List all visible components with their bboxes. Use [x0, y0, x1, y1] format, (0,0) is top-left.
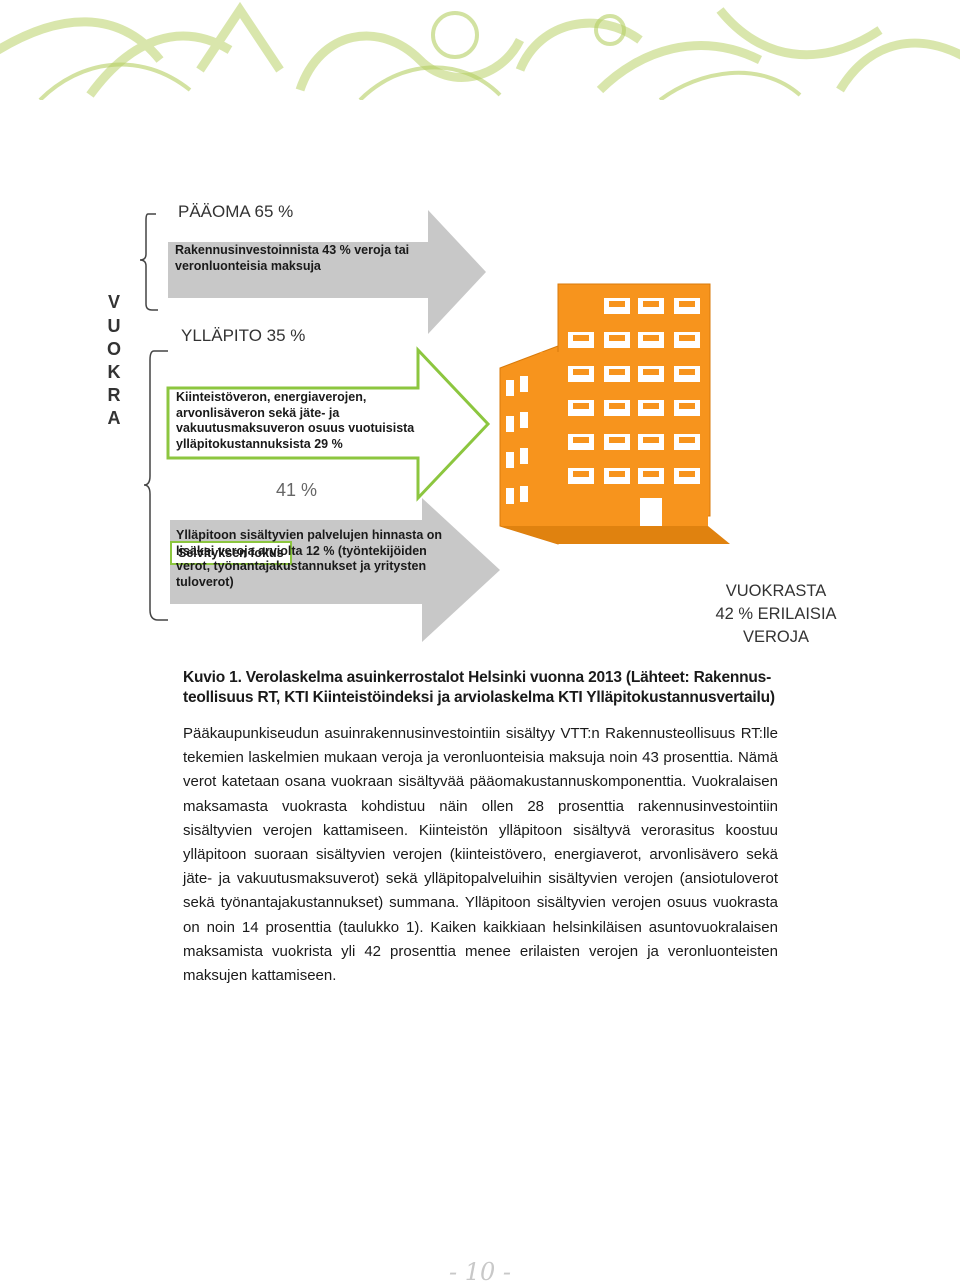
- building-window-frame: [573, 471, 589, 477]
- vertical-label-letter: U: [107, 316, 121, 336]
- building-window-frame: [679, 471, 695, 477]
- vertical-label-letter: V: [107, 292, 120, 312]
- building-window-frame: [609, 471, 625, 477]
- building-window-frame: [679, 403, 695, 409]
- bracket-paaoma: [139, 213, 158, 311]
- building-window-frame: [643, 471, 659, 477]
- vuokrasta-line: VEROJA: [742, 628, 810, 646]
- building-window-frame: [679, 369, 695, 375]
- figure-caption: Kuvio 1. Verolaskelma asuinkerrostalot H…: [183, 669, 775, 706]
- vertical-label-letter: R: [107, 385, 121, 405]
- building-door: [640, 498, 662, 526]
- building-window-frame: [643, 335, 659, 341]
- building-window-frame: [573, 403, 589, 409]
- vuokrasta-line: VUOKRASTA: [725, 582, 827, 600]
- vuokrasta-label: VUOKRASTA 42 % ERILAISIA VEROJA: [706, 580, 846, 649]
- bracket-yllapito: [143, 350, 168, 621]
- vertical-label-letter: K: [107, 362, 121, 382]
- arrow-palvelut: [170, 498, 500, 642]
- building-window-frame: [609, 437, 625, 443]
- focus-label: Selvityksen fokus: [170, 541, 292, 565]
- building-window-frame: [643, 369, 659, 375]
- building-window-frame: [609, 403, 625, 409]
- tax-diagram: V U O K R A PÄÄOMA 65 % YLLÄPITO 35 % 41…: [0, 180, 960, 650]
- page-number: - 10 -: [448, 1258, 511, 1286]
- building-window-frame: [609, 369, 625, 375]
- building-window-frame: [679, 335, 695, 341]
- yllapito-heading: YLLÄPITO 35 %: [181, 326, 306, 345]
- building-window-frame: [573, 369, 589, 375]
- percent-41-label: 41 %: [276, 480, 318, 500]
- brackets: [139, 213, 168, 621]
- vertical-label-letter: A: [107, 408, 121, 428]
- arrow-paaoma: [168, 210, 486, 334]
- building-window-frame: [573, 335, 589, 341]
- palvelut-box-text: Ylläpitoon sisältyvien palvelujen hinnas…: [176, 528, 443, 589]
- building-illustration: [499, 283, 730, 545]
- building-window-frame: [643, 403, 659, 409]
- building-window-frame: [643, 301, 659, 307]
- paaoma-heading: PÄÄOMA 65 %: [178, 202, 294, 221]
- arrow-yllapito: [166, 346, 491, 502]
- building-window-frame: [609, 335, 625, 341]
- header-decoration: [0, 1, 960, 100]
- vuokrasta-line: 42 % ERILAISIA: [715, 605, 837, 623]
- building-window-frame: [679, 437, 695, 443]
- building-window-frame: [609, 301, 625, 307]
- paaoma-box-text: Rakennusinvestoinnista 43 % veroja tai v…: [175, 243, 410, 273]
- yllapito-box-text: Kiinteistöveron, energiaverojen, arvonli…: [176, 390, 415, 451]
- vertical-label-letter: O: [106, 339, 121, 359]
- body-paragraph: Pääkaupunkiseudun asuinrakennusinvestoin…: [183, 725, 778, 985]
- building-window-frame: [679, 301, 695, 307]
- building-window-frame: [573, 437, 589, 443]
- building-window-frame: [643, 437, 659, 443]
